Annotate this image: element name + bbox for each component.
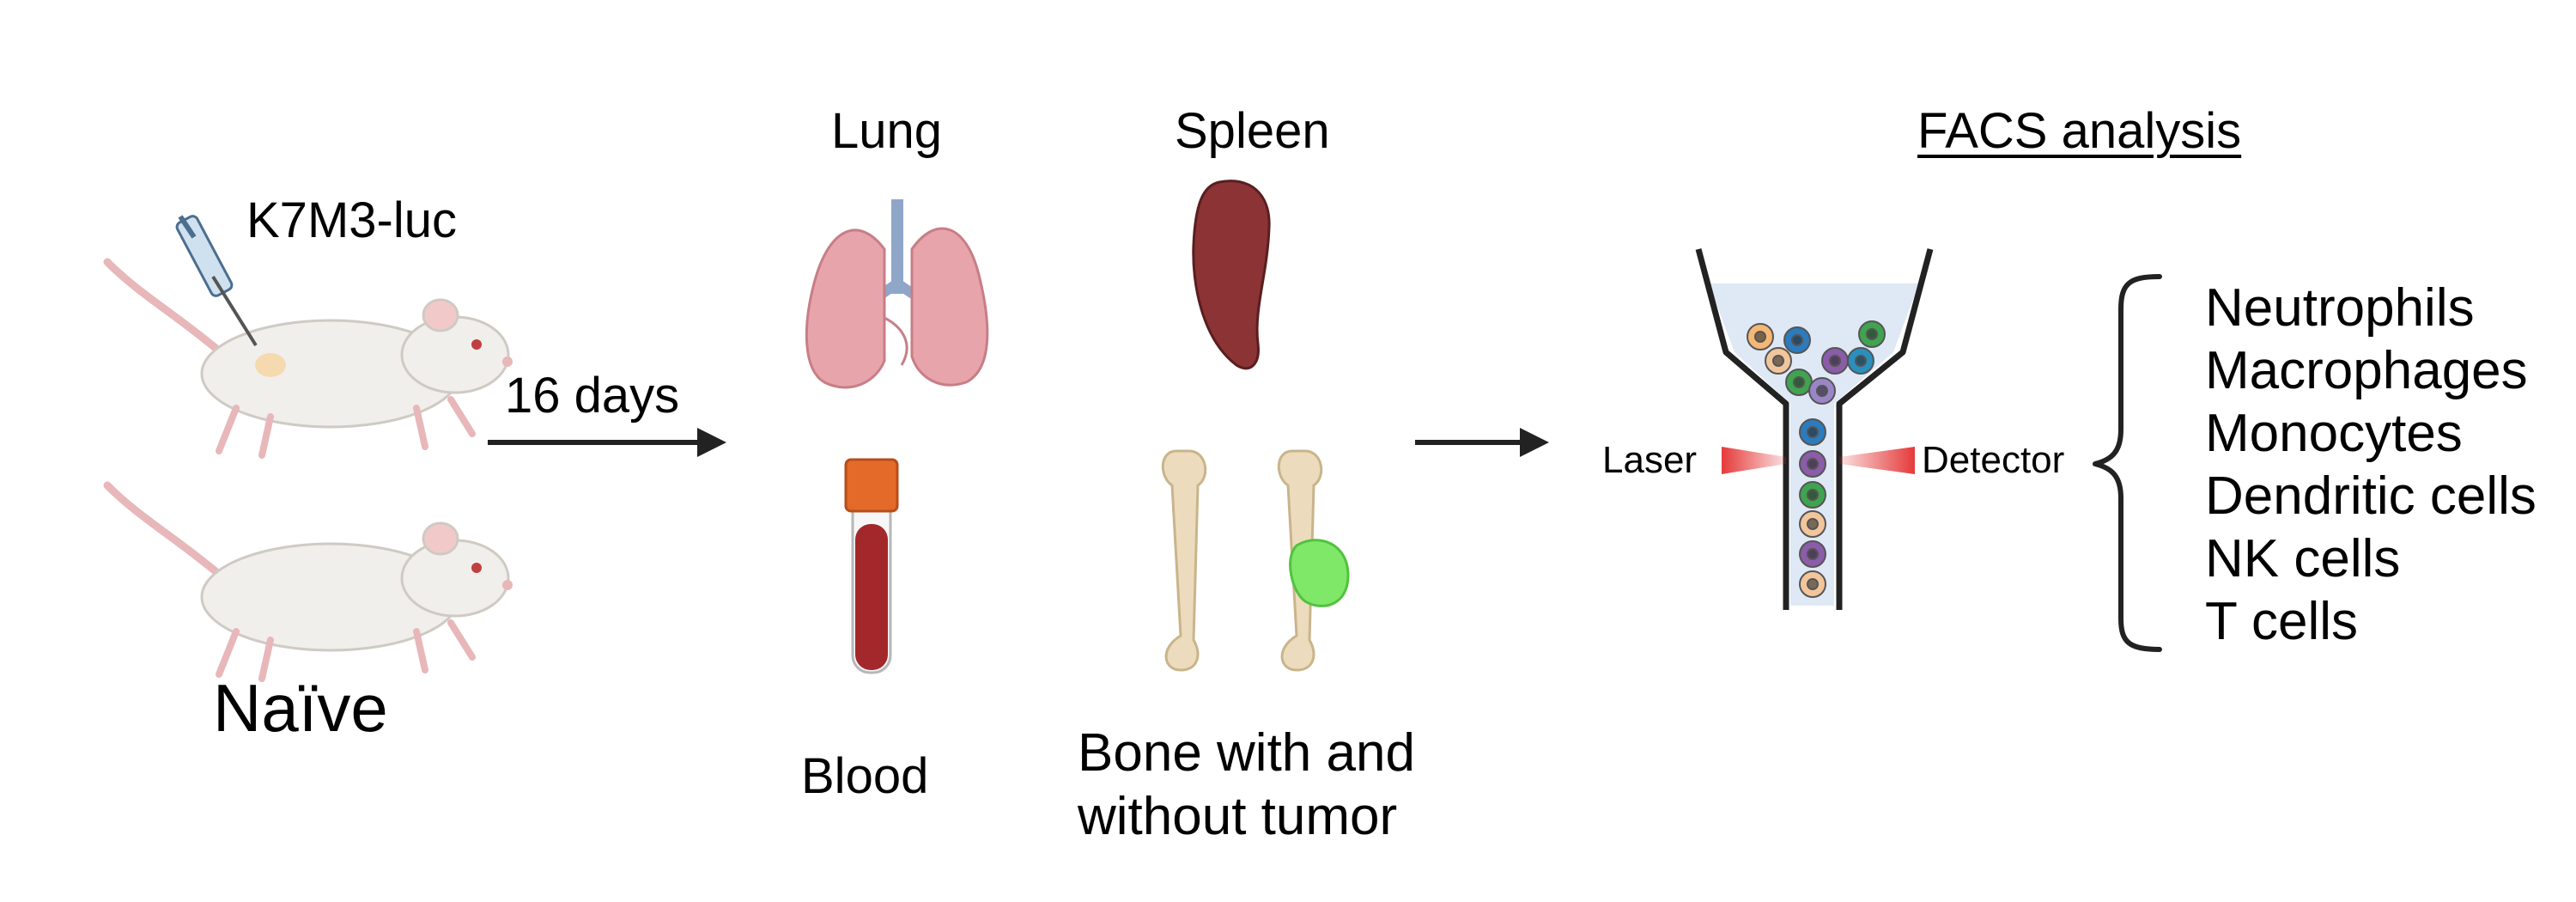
bone-label-line-1: Bone with and [1078, 723, 1415, 783]
bone-with-tumor-icon [1277, 449, 1350, 672]
lung-icon [805, 199, 989, 389]
bone-without-tumor-icon [1161, 449, 1207, 672]
cell-type-item: Macrophages [2205, 341, 2528, 400]
cell-type-item: Monocytes [2205, 404, 2463, 463]
spleen-label: Spleen [1175, 103, 1330, 159]
tumor-icon [1289, 539, 1350, 607]
cell-type-item: Dendritic cells [2205, 466, 2537, 526]
injection-label: K7M3-luc [246, 192, 457, 248]
brace-icon [2093, 274, 2162, 652]
laser-label: Laser [1602, 439, 1698, 481]
cell-type-item: NK cells [2205, 529, 2401, 588]
tumor-mouse-icon [107, 262, 513, 455]
naive-mouse-icon [107, 485, 513, 679]
facs-title: FACS analysis [1917, 103, 2242, 159]
detector-label: Detector [1922, 439, 2065, 481]
cell-type-list: Neutrophils Macrophages Monocytes Dendri… [2205, 277, 2537, 653]
syringe-icon [175, 215, 258, 347]
spleen-icon [1192, 180, 1271, 370]
naive-label: Naïve [213, 670, 388, 746]
timepoint-arrow-icon [488, 428, 726, 457]
cell-type-item: Neutrophils [2205, 278, 2475, 338]
cell-type-item: T cells [2205, 592, 2359, 651]
blood-tube-icon [844, 458, 899, 674]
bone-label: Bone with and without tumor [1078, 722, 1415, 849]
analysis-arrow-icon [1415, 428, 1549, 457]
laser-beam-icon [1722, 447, 1786, 474]
detector-beam-icon [1839, 447, 1915, 474]
lung-label: Lung [831, 103, 943, 159]
timepoint-label: 16 days [505, 368, 680, 424]
blood-label: Blood [801, 748, 929, 804]
bone-label-line-2: without tumor [1078, 787, 1398, 846]
